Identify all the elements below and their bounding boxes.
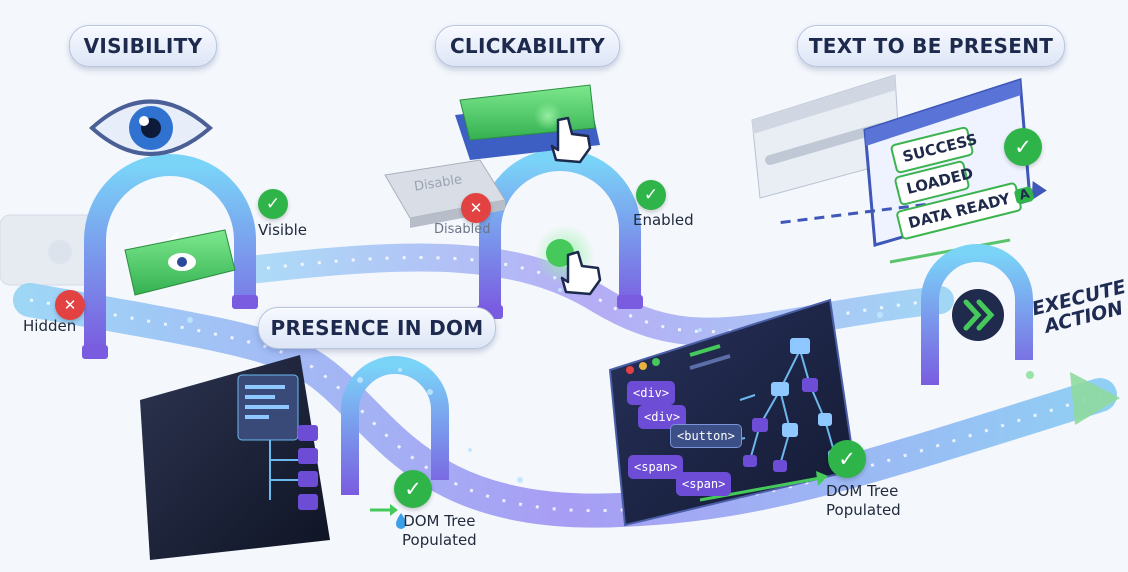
hidden-ghost-element bbox=[0, 214, 101, 286]
eye-icon bbox=[89, 99, 214, 156]
dom-tree-populated-right: DOM Tree Populated bbox=[826, 482, 901, 520]
dom-right-line-1: DOM Tree bbox=[826, 482, 899, 500]
hidden-label: Hidden bbox=[23, 317, 77, 335]
stage-text-present: TEXT TO BE PRESENT bbox=[797, 25, 1065, 67]
dom-tree-populated-left: DOM Tree Populated bbox=[402, 512, 477, 550]
presence-dom-gate bbox=[341, 356, 449, 495]
stage-presence-dom: PRESENCE IN DOM bbox=[258, 307, 496, 349]
dom-tag-div-1: <div> bbox=[627, 381, 676, 405]
hand-pointer-icon bbox=[550, 116, 602, 296]
droplet-icon bbox=[396, 513, 406, 529]
dom-tag-button: <button> bbox=[670, 424, 742, 448]
dom-left-check-icon: ✓ bbox=[394, 470, 432, 508]
stage-clickability: CLICKABILITY bbox=[435, 25, 620, 67]
double-chevron-icon bbox=[952, 289, 1004, 341]
dom-right-line-2: Populated bbox=[826, 501, 901, 519]
dom-tag-span-2: <span> bbox=[676, 472, 732, 496]
dom-tag-span-1: <span> bbox=[628, 455, 684, 479]
visible-check-icon: ✓ bbox=[258, 189, 288, 219]
visible-label: Visible bbox=[258, 221, 307, 239]
dom-right-check-icon: ✓ bbox=[828, 440, 866, 478]
disabled-label: Disabled bbox=[434, 222, 491, 237]
hidden-cross-icon: ✕ bbox=[55, 290, 85, 320]
enabled-label: Enabled bbox=[633, 211, 694, 229]
background-window bbox=[751, 74, 901, 199]
arrow-icon bbox=[1070, 372, 1120, 425]
stage-visibility: VISIBILITY bbox=[69, 25, 217, 67]
dom-code-block-left bbox=[140, 355, 330, 560]
execute-gate bbox=[921, 244, 1033, 385]
dom-left-line-1: DOM Tree bbox=[403, 512, 476, 530]
status-check-icon: ✓ bbox=[1004, 128, 1042, 166]
disabled-cross-icon: ✕ bbox=[461, 193, 491, 223]
enabled-check-icon: ✓ bbox=[636, 180, 666, 210]
dom-left-line-2: Populated bbox=[402, 531, 477, 549]
visibility-gate bbox=[82, 154, 258, 359]
